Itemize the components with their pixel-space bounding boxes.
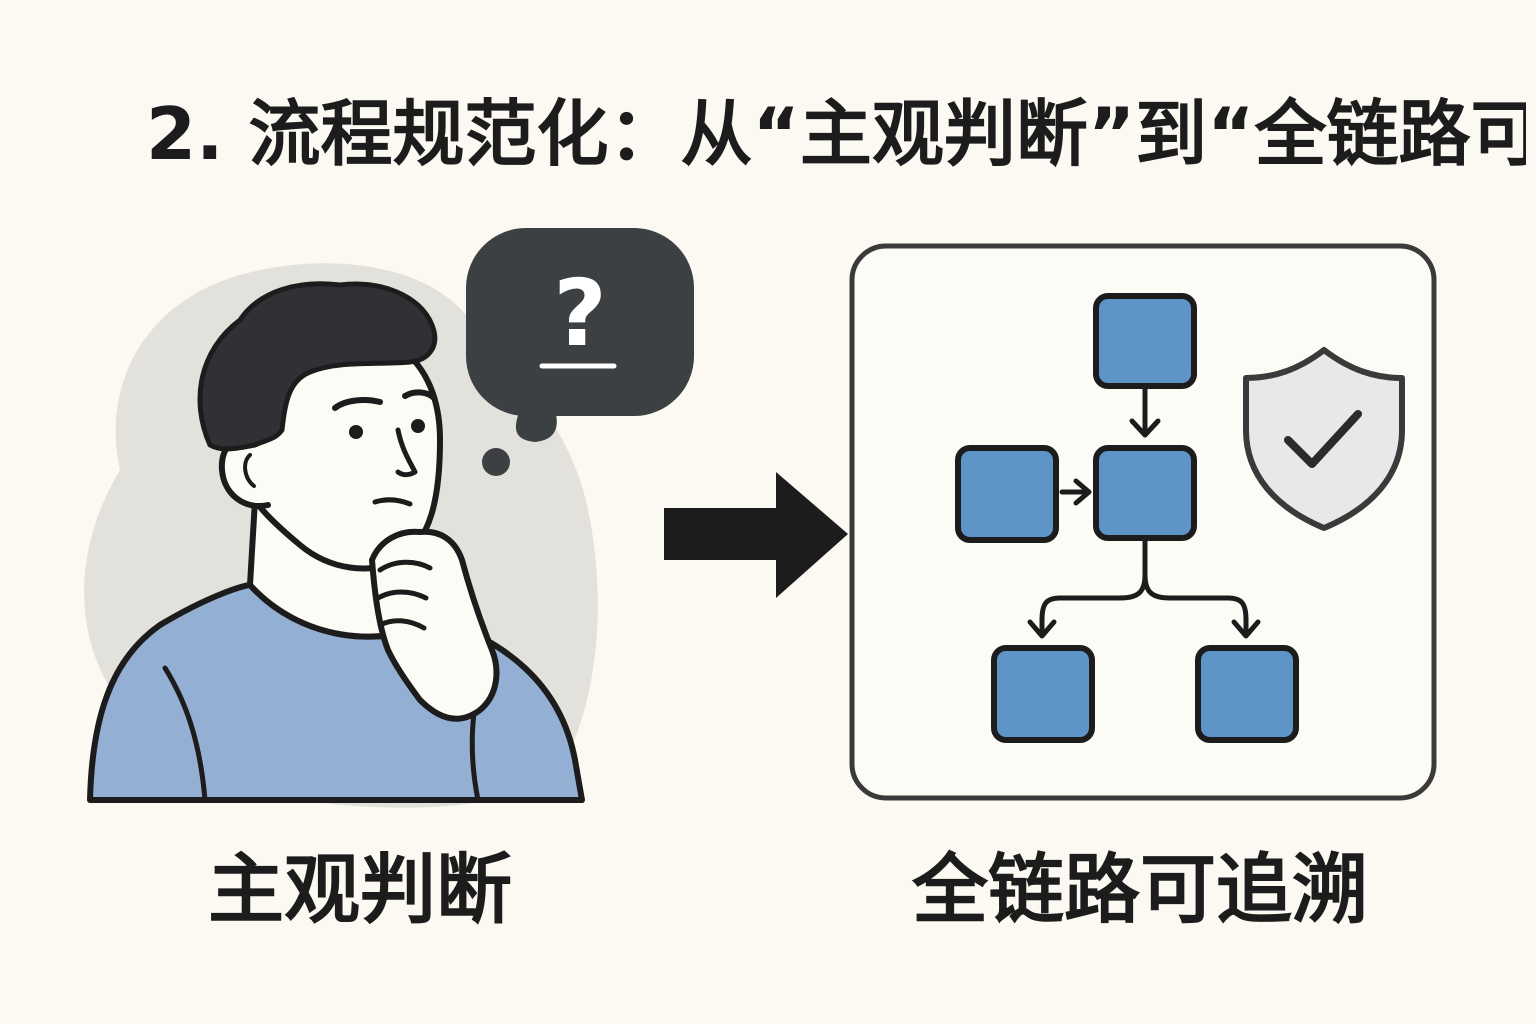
flow-node-center (1093, 445, 1197, 541)
hair (197, 281, 438, 452)
flow-node-top (1093, 293, 1197, 389)
traceable-flow-panel (849, 243, 1437, 801)
page-title: 2. 流程规范化：从“主观判断”到“全链路可 (146, 92, 1526, 176)
transition-arrow-icon (664, 472, 848, 598)
subjective-judgment-label: 主观判断 (208, 845, 512, 934)
thought-dot (482, 448, 510, 476)
flow-node-left (955, 445, 1059, 543)
question-mark-icon: ? (553, 260, 606, 367)
flow-node-bottom-right (1195, 645, 1299, 743)
shield-check-icon (1243, 347, 1405, 531)
thought-bubble (466, 228, 694, 416)
subjective-judgment-illustration: ? (84, 228, 694, 808)
flow-node-bottom-left (991, 645, 1095, 743)
full-chain-traceable-label: 全链路可追溯 (912, 845, 1368, 934)
hand (369, 528, 500, 722)
